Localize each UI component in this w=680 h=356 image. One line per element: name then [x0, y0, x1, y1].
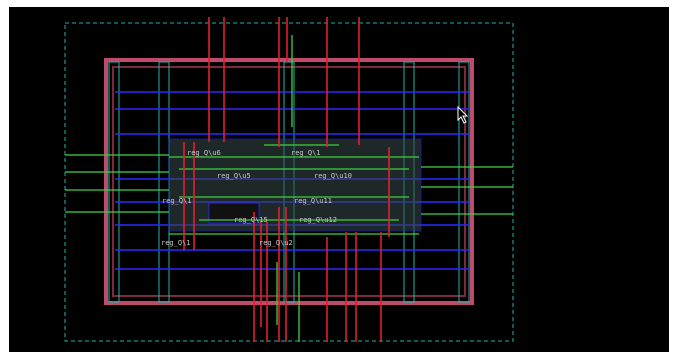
core-ring-inner	[112, 66, 466, 297]
arrow-cursor	[457, 105, 469, 124]
cell-label: reg_Q\u12	[299, 216, 337, 224]
cell-label: reg_Q\u10	[314, 172, 352, 180]
cell-label: reg_Q\15	[234, 216, 268, 224]
cell-label: reg_Q\1	[291, 149, 321, 157]
core-ring-outer	[104, 58, 474, 305]
layout-viewport[interactable]: reg_Q\u6 reg_Q\1 reg_Q\u5 reg_Q\u10 reg_…	[9, 7, 669, 352]
die-boundary	[64, 22, 514, 342]
cell-label: reg_Q\u5	[217, 172, 251, 180]
cell-label: reg_Q\1	[162, 197, 192, 205]
cell-label: reg_Q\u11	[294, 197, 332, 205]
signal-nets	[65, 35, 513, 342]
metal-columns	[183, 17, 390, 342]
cell-block	[208, 202, 260, 224]
cell-label: reg_Q\1	[161, 239, 191, 247]
cell-label: reg_Q\u2	[259, 239, 293, 247]
layout-canvas[interactable]: reg_Q\u6 reg_Q\1 reg_Q\u5 reg_Q\u10 reg_…	[9, 7, 669, 352]
cell-label: reg_Q\u6	[187, 149, 221, 157]
